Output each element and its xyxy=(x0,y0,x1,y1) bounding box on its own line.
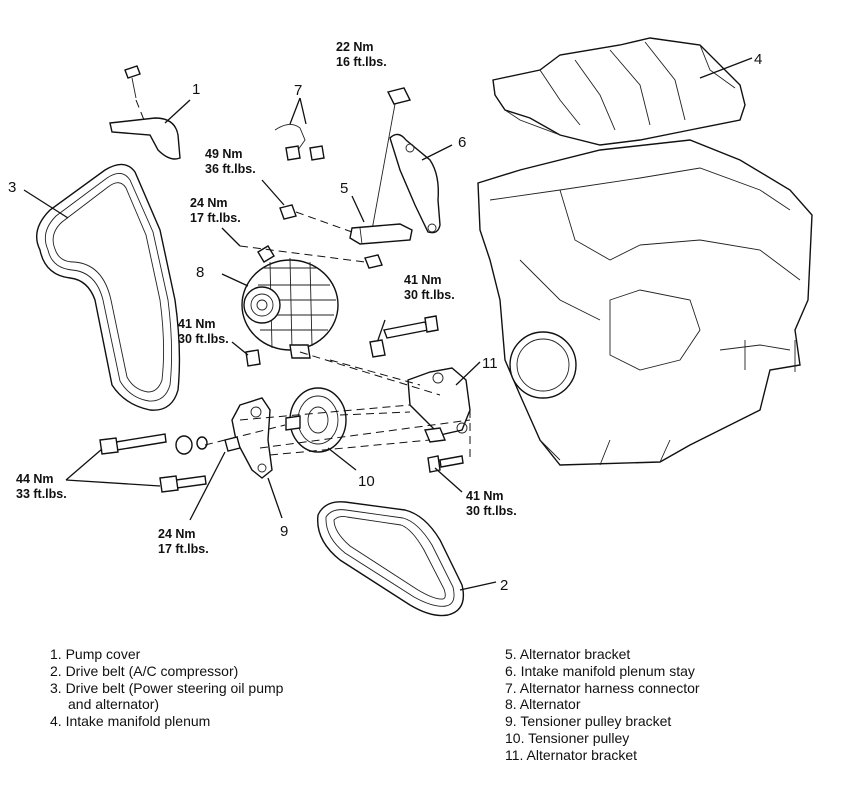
legend-item-11: 11. Alternator bracket xyxy=(505,746,638,763)
callout-numbers: 1 2 3 4 5 6 7 8 9 10 11 xyxy=(8,51,762,594)
legend-left: 1. Pump cover 2. Drive belt (A/C compres… xyxy=(50,646,283,730)
legend-item-3: 3. Drive belt (Power steering oil pump xyxy=(50,679,284,696)
alignment-lines xyxy=(204,351,471,462)
legend-item-7: 7. Alternator harness connector xyxy=(505,679,700,696)
callout-4: 4 xyxy=(754,51,762,68)
pump-cover xyxy=(109,65,191,160)
callout-5: 5 xyxy=(340,180,348,197)
callout-3: 3 xyxy=(8,179,16,196)
intake-manifold-plenum-stay xyxy=(371,87,453,234)
intake-manifold-plenum xyxy=(492,37,753,146)
legend-item-6: 6. Intake manifold plenum stay xyxy=(505,662,695,679)
alternator-harness-connector xyxy=(274,97,325,161)
legend-item-9: 9. Tensioner pulley bracket xyxy=(505,713,672,730)
legend-right: 5. Alternator bracket 6. Intake manifold… xyxy=(505,646,700,764)
tensioner-pulley xyxy=(285,387,357,471)
callout-7: 7 xyxy=(294,82,302,99)
callout-1: 1 xyxy=(192,81,200,98)
engine-block xyxy=(477,139,813,466)
callout-10: 10 xyxy=(358,473,375,490)
legend-item-4: 4. Intake manifold plenum xyxy=(50,713,211,730)
callout-8: 8 xyxy=(196,264,204,281)
alternator xyxy=(221,245,339,359)
fasteners xyxy=(65,179,464,521)
legend-item-10: 10. Tensioner pulley xyxy=(505,729,630,746)
legend-item-8: 8. Alternator xyxy=(505,696,581,713)
alternator-bracket-lower xyxy=(407,361,481,443)
legend-item-3-cont: and alternator) xyxy=(68,696,160,713)
legend-item-2: 2. Drive belt (A/C compressor) xyxy=(50,662,239,679)
alternator-bracket-upper xyxy=(239,195,413,269)
drive-belt-ac-compressor xyxy=(316,501,497,617)
callout-9: 9 xyxy=(280,523,288,540)
drive-belt-power-steering xyxy=(23,163,181,411)
tensioner-pulley-bracket xyxy=(224,397,283,519)
callout-6: 6 xyxy=(458,134,466,151)
legend-item-5: 5. Alternator bracket xyxy=(505,646,631,662)
callout-11: 11 xyxy=(482,355,498,372)
callout-2: 2 xyxy=(500,577,508,594)
legend-item-1: 1. Pump cover xyxy=(50,646,141,662)
